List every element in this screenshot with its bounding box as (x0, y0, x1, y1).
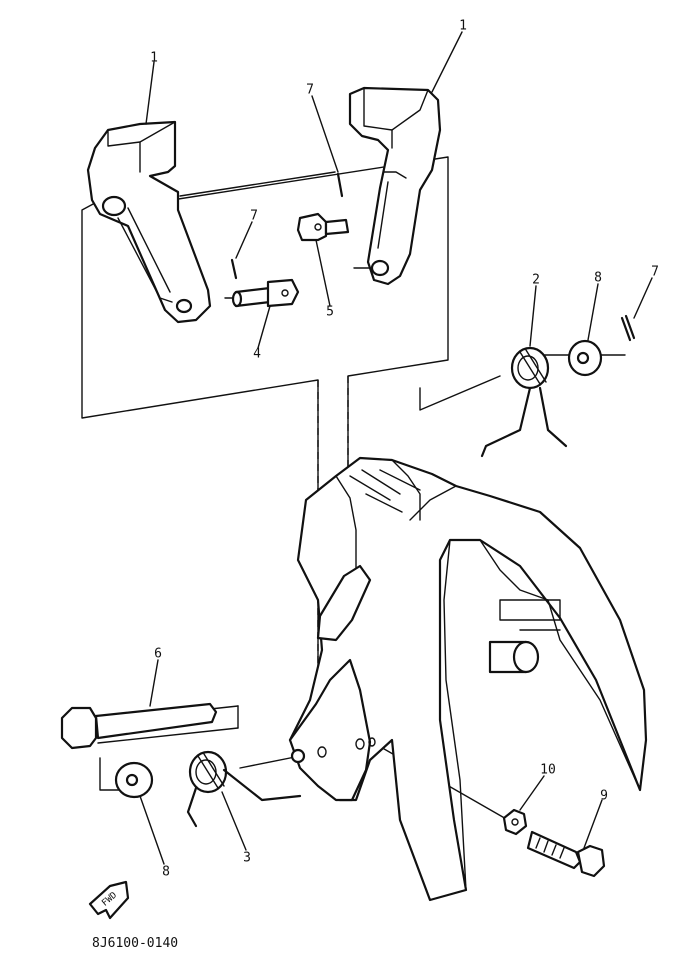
callout-7-left-pin: 7 (250, 208, 258, 224)
leader-lines (139, 31, 653, 865)
bracket-left (86, 120, 212, 324)
callout-1-left-bracket: 1 (150, 50, 158, 66)
torsion-spring-lower (186, 750, 302, 828)
washer-lower (114, 761, 154, 799)
callout-3: 3 (243, 850, 251, 866)
callout-7-upper-pin: 7 (306, 82, 314, 98)
fwd-arrow-icon (88, 880, 130, 920)
torsion-spring-upper (480, 346, 568, 458)
callout-6: 6 (154, 646, 162, 662)
nut (502, 808, 528, 836)
clevis-fitting (296, 212, 350, 242)
callout-5: 5 (326, 304, 334, 320)
cotter-pins (230, 172, 636, 342)
callout-1-right-bracket: 1 (459, 18, 467, 34)
axle-stub (488, 640, 540, 674)
bracket-right (348, 86, 442, 286)
diagram-code: 8J6100-0140 (92, 936, 179, 951)
washer-upper (567, 339, 603, 377)
short-bolt (526, 830, 606, 878)
callout-10: 10 (540, 762, 556, 778)
long-bolt (60, 702, 218, 750)
mount-plate (288, 658, 376, 802)
callout-8-upper: 8 (594, 270, 602, 286)
lever-arm (316, 564, 372, 642)
callout-9: 9 (600, 788, 608, 804)
callout-4: 4 (253, 346, 261, 362)
callout-2: 2 (532, 272, 540, 288)
clevis-pin (231, 278, 300, 308)
callout-8-lower: 8 (162, 864, 170, 880)
callout-7-right-pin: 7 (651, 264, 659, 280)
